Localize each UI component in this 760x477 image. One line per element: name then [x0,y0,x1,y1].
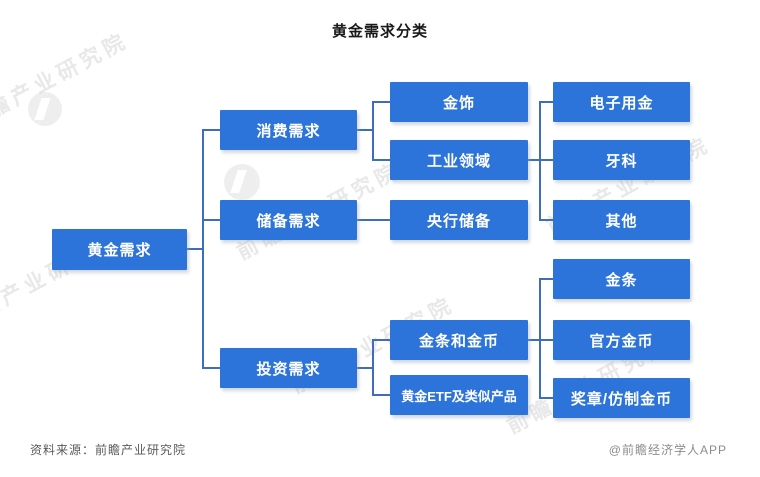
node-gold-bars: 金条 [553,259,690,299]
connector [372,101,374,161]
page-title: 黄金需求分类 [331,23,428,40]
connector [539,101,541,221]
connector [372,394,390,396]
connector [372,339,390,341]
node-consumer-demand: 消费需求 [220,110,357,150]
connector [539,101,553,103]
node-medals-imitation-coins: 奖章/仿制金币 [553,378,690,418]
connector [528,159,541,161]
qianzhan-logo-watermark [28,92,62,126]
node-bars-and-coins: 金条和金币 [390,320,528,360]
node-industrial-field: 工业领域 [390,140,528,180]
node-other: 其他 [553,200,690,240]
connector [357,129,374,131]
node-central-bank-reserve: 央行储备 [390,200,528,240]
connector [539,339,553,341]
watermark-text: 前瞻产业研究院 [0,28,133,135]
connector [372,159,390,161]
connector [202,129,204,369]
node-electronics-gold: 电子用金 [553,82,690,122]
node-gold-etf-products: 黄金ETF及类似产品 [390,375,528,415]
app-credit: @前瞻经济学人APP [608,443,727,457]
data-source-note: 资料来源：前瞻产业研究院 [30,443,187,457]
connector [203,219,221,221]
node-gold-jewelry: 金饰 [390,82,528,122]
node-official-coins: 官方金币 [553,320,690,360]
connector [539,397,553,399]
connector [539,278,553,280]
connector [357,367,374,369]
node-investment-demand: 投资需求 [220,348,357,388]
connector [539,278,541,399]
connector [203,367,221,369]
connector [372,339,374,396]
connector [203,129,221,131]
node-gold-demand: 黄金需求 [52,229,187,270]
connector [372,101,390,103]
node-dental: 牙科 [553,140,690,180]
connector [357,219,390,221]
qianzhan-logo-watermark [224,164,260,200]
connector [539,159,553,161]
connector [187,248,204,250]
node-reserve-demand: 储备需求 [220,200,357,240]
connector [539,219,553,221]
connector [528,339,541,341]
